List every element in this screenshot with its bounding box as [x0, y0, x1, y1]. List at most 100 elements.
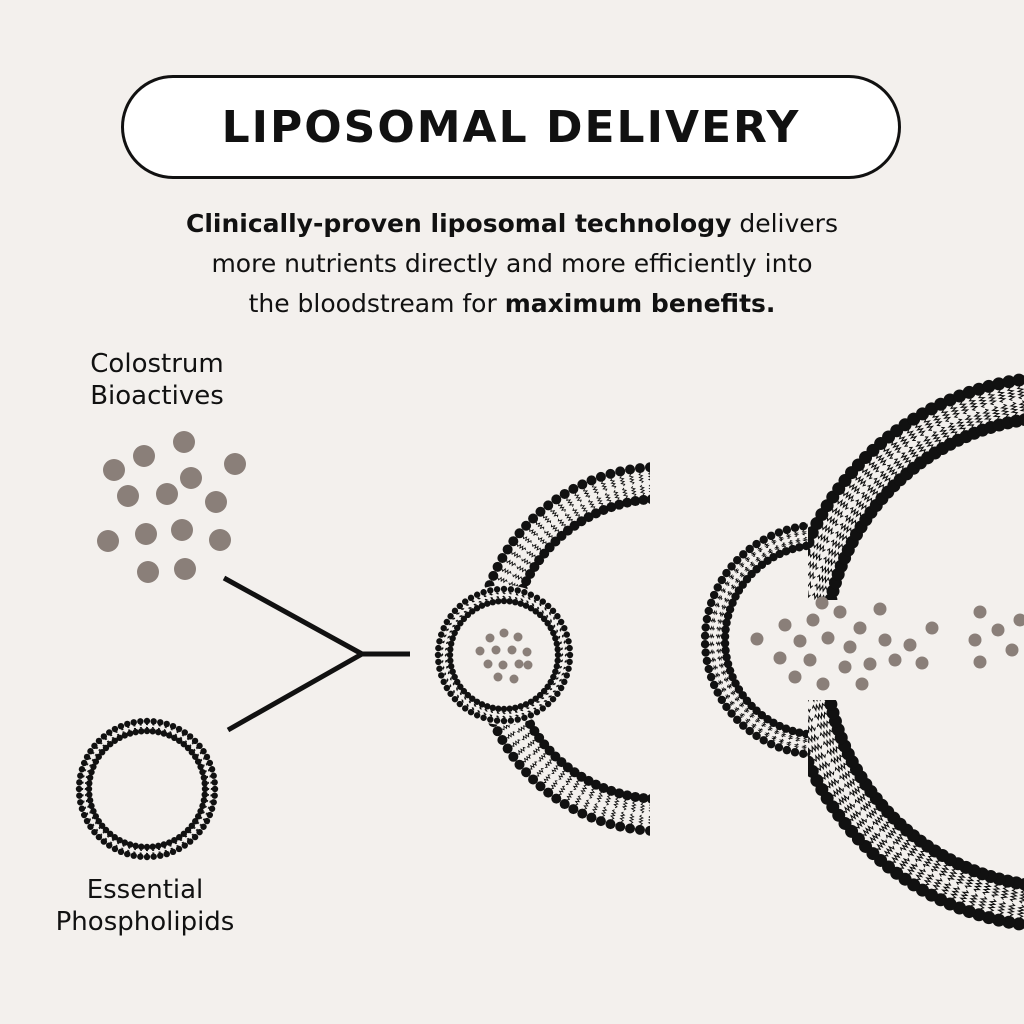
lipid-tail: [164, 849, 167, 852]
nutrient-particle: [968, 633, 982, 647]
lipid-tail: [84, 781, 87, 785]
lipid-head: [469, 695, 476, 702]
nutrient-particle: [778, 618, 792, 632]
lipid-head: [203, 753, 211, 761]
lipid-tail: [792, 659, 805, 664]
description-line-1: Clinically-proven liposomal technology d…: [120, 204, 904, 244]
lipid-tail: [471, 707, 475, 711]
lipid-head: [500, 597, 508, 605]
lipid-tail: [973, 879, 984, 893]
lipid-tail: [452, 690, 456, 694]
cell-membrane-upper-arc: [785, 373, 1024, 831]
lipid-tail: [561, 671, 565, 677]
lipid-head: [774, 743, 784, 752]
lipid-tail: [509, 715, 513, 718]
lipid-head: [598, 505, 609, 516]
lipid-tail: [628, 474, 635, 485]
lipid-tail: [89, 757, 92, 760]
lipid-tail: [523, 754, 532, 763]
lipid-tail: [860, 800, 872, 812]
nutrient-particle: [475, 646, 485, 656]
lipid-head: [506, 705, 513, 712]
lipid-tail: [811, 702, 825, 712]
lipid-tail: [207, 787, 210, 791]
lipid-tail: [538, 753, 547, 762]
lipid-head: [435, 658, 442, 666]
lipid-tail: [749, 712, 755, 719]
lipid-head: [107, 740, 114, 748]
lipid-tail: [826, 515, 839, 527]
lipid-tail: [932, 878, 943, 890]
lipid-head: [121, 732, 129, 739]
lipid-tail: [991, 884, 1001, 898]
lipid-head: [795, 543, 804, 552]
lipid-head: [90, 763, 97, 771]
lipid-head: [634, 463, 645, 474]
lipid-tail: [200, 758, 203, 762]
lipid-head: [76, 779, 83, 786]
description-line-3: the bloodstream for maximum benefits.: [120, 284, 904, 324]
lipid-tail: [181, 734, 184, 737]
lipid-tail: [819, 739, 822, 744]
lipid-head: [785, 707, 798, 720]
lipid-head: [565, 638, 572, 645]
nutrient-particle: [171, 519, 193, 541]
lipid-tail: [468, 700, 472, 704]
lipid-tail: [915, 441, 927, 453]
lipid-tail: [767, 726, 774, 731]
lipid-tail: [778, 738, 785, 744]
nutrient-particle: [513, 632, 523, 642]
loaded-liposome-vesicle: [434, 585, 574, 725]
lipid-tail: [202, 818, 205, 821]
lipid-tail: [1000, 403, 1010, 417]
description-line-3-start: the bloodstream for: [248, 289, 505, 318]
lipid-head: [565, 665, 572, 672]
lipid-tail: [808, 590, 811, 599]
lipid-tail: [501, 711, 507, 715]
lipid-head: [727, 709, 736, 718]
lipid-tail: [184, 835, 188, 838]
lipid-head: [143, 853, 151, 861]
lipid-tail: [767, 548, 774, 554]
lipid-tail: [558, 770, 566, 780]
description-bold-end: maximum benefits.: [504, 289, 776, 318]
lipid-head: [196, 742, 203, 750]
lipid-tail: [83, 775, 85, 778]
lipid-tail: [744, 707, 750, 714]
lipid-head: [88, 802, 95, 810]
lipid-tail: [796, 600, 808, 606]
lipid-head: [807, 523, 808, 528]
lipid-head: [157, 719, 164, 726]
lipid-tail: [880, 822, 889, 831]
lipid-tail: [565, 775, 573, 786]
colostrum-label: Colostrum Bioactives: [72, 348, 242, 412]
lipid-head: [808, 755, 815, 769]
lipid-head: [440, 624, 447, 632]
lipid-tail: [164, 726, 167, 729]
lipid-head: [781, 724, 791, 733]
lipid-head: [702, 614, 712, 624]
nutrient-particle: [483, 659, 493, 669]
lipid-head: [446, 651, 454, 659]
lipid-tail: [808, 714, 814, 724]
lipid-tail: [914, 850, 926, 863]
lipid-tail: [582, 488, 591, 499]
lipid-head: [462, 705, 469, 712]
lipid-head: [456, 602, 464, 610]
lipid-tail: [785, 741, 792, 747]
lipid-tail: [170, 728, 173, 731]
lipid-tail: [795, 688, 807, 694]
lipid-head: [157, 852, 164, 859]
lipid-tail: [197, 822, 200, 825]
lipid-head: [121, 839, 129, 846]
lipid-head: [137, 853, 144, 860]
lipid-tail: [709, 648, 715, 655]
lipid-tail: [452, 617, 456, 621]
lipid-tail: [205, 763, 208, 766]
lipid-tail: [176, 731, 179, 734]
lipid-tail: [794, 538, 801, 544]
lipid-tail: [725, 693, 731, 700]
lipid-tail: [100, 833, 103, 836]
lipid-tail: [507, 595, 512, 599]
nutrient-particle: [853, 621, 867, 635]
